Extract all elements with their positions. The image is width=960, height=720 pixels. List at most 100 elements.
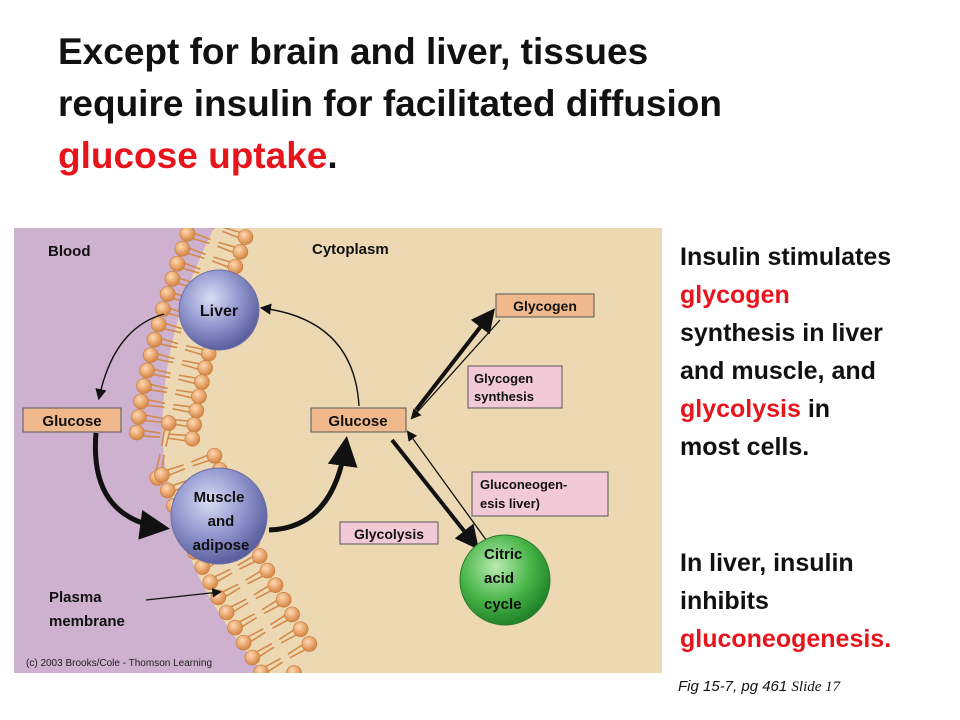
muscle-label-line-1: Muscle — [194, 489, 245, 506]
glycolysis-label: Glycolysis — [354, 526, 424, 542]
side1-line-2: glycogen — [680, 281, 790, 309]
title-highlight: glucose uptake — [58, 135, 328, 176]
lipid-head — [160, 415, 177, 431]
arrow-muscle-to-cytoplasm-glucose — [268, 436, 358, 533]
glycogen-box — [495, 293, 595, 318]
side1-in: in — [800, 395, 831, 423]
side1-glycolysis: glycolysis — [680, 395, 801, 423]
muscle-adipose-sphere — [170, 467, 268, 565]
lipid-head — [128, 424, 145, 441]
insulin-glucose-diagram: Blood Cytoplasm Liver Muscle and adipose… — [14, 228, 662, 673]
lipid-head — [159, 286, 176, 302]
lipid-head — [235, 634, 252, 651]
lipid-head — [267, 577, 284, 593]
glycogen-synthesis-line-1: Glycogen — [474, 371, 533, 386]
glycolysis-box — [339, 521, 439, 545]
side2-line-2: inhibits — [680, 587, 769, 615]
plasma-membrane-label-line-2: membrane — [49, 613, 125, 630]
plasma-membrane-pointer — [145, 588, 222, 601]
blood-background — [14, 228, 264, 673]
cytoplasm-glucose-label: Glucose — [328, 413, 387, 430]
liver-label: Liver — [200, 303, 238, 320]
gluconeogenesis-box — [471, 471, 609, 517]
lipid-head — [202, 574, 218, 591]
arrow-blood-glucose-to-muscle — [92, 432, 170, 540]
blood-glucose-box — [22, 407, 122, 433]
lipid-head — [301, 636, 318, 652]
side1-line-1: Insulin stimulates — [680, 243, 892, 271]
lipid-head — [286, 665, 302, 673]
lipid-head — [139, 362, 155, 379]
lipid-head — [154, 467, 170, 483]
lipid-head — [188, 402, 205, 419]
blood-label: Blood — [48, 243, 91, 260]
lipid-head — [150, 316, 167, 333]
figure-reference: Fig 15-7, pg 461 — [678, 678, 788, 695]
plasma-membrane-label-line-1: Plasma — [49, 589, 102, 606]
gluconeogenesis-line-2: esis liver) — [480, 496, 540, 511]
muscle-label-line-3: adipose — [193, 537, 250, 554]
side1-line-6: most cells. — [680, 433, 810, 461]
copyright-text: (c) 2003 Brooks/Cole - Thomson Learning — [26, 658, 212, 669]
lipid-head — [259, 562, 276, 579]
lipid-head — [218, 604, 235, 621]
arrow-gluconeogenesis-to-glucose — [406, 430, 493, 549]
glycogen-synthesis-box — [467, 365, 563, 409]
slide-number: Slide 17 — [791, 679, 841, 695]
lipid-head — [130, 409, 147, 425]
lipid-head — [169, 255, 186, 272]
lipid-head — [179, 228, 196, 242]
muscle-label-line-2: and — [208, 513, 235, 530]
lipid-head — [206, 447, 223, 464]
title-line-2: require insulin for facilitated diffusio… — [58, 83, 722, 124]
glycogen-label: Glycogen — [513, 298, 577, 314]
side1-line-5: glycolysis in — [680, 390, 891, 428]
title-period: . — [327, 135, 338, 176]
side-text-insulin-stimulates: Insulin stimulates glycogen synthesis in… — [680, 238, 891, 466]
lipid-head — [237, 229, 254, 245]
arrow-glucose-to-citric-cycle — [390, 438, 479, 550]
citric-line-2: acid — [484, 570, 514, 587]
lipid-head — [146, 331, 163, 348]
side-text-insulin-inhibits: In liver, insulin inhibits gluconeogenes… — [680, 544, 891, 658]
lipid-head — [232, 244, 249, 260]
lipid-head — [194, 374, 210, 390]
lipid-head — [284, 606, 300, 623]
lipid-head — [292, 621, 309, 637]
glycogen-synthesis-line-2: synthesis — [474, 389, 534, 404]
arrow-glucose-to-glycogen — [414, 308, 495, 412]
liver-sphere — [178, 269, 260, 351]
side2-line-3: gluconeogenesis. — [680, 625, 892, 653]
slide-title: Except for brain and liver, tissues requ… — [58, 26, 918, 182]
citric-line-1: Citric — [484, 546, 522, 563]
blood-glucose-label: Glucose — [42, 413, 101, 430]
citric-line-3: cycle — [484, 596, 522, 613]
lipid-head — [159, 482, 176, 499]
lipid-head — [136, 378, 152, 394]
side2-line-1: In liver, insulin — [680, 549, 854, 577]
lipid-head — [251, 548, 268, 564]
cytoplasm-glucose-box — [310, 407, 407, 433]
lipid-head — [253, 664, 269, 673]
lipid-head — [142, 347, 159, 363]
arrow-liver-to-blood-glucose — [95, 313, 165, 401]
lipid-head — [244, 649, 261, 666]
lipid-head — [164, 270, 181, 287]
lipid-head — [186, 416, 202, 433]
citric-acid-cycle-sphere — [459, 534, 551, 626]
title-line-1: Except for brain and liver, tissues — [58, 31, 649, 72]
title-line-3: glucose uptake. — [58, 130, 918, 182]
lipid-head — [155, 301, 171, 317]
lipid-head — [227, 619, 243, 636]
lipid-head — [275, 591, 292, 608]
arrow-glycogen-to-glucose — [410, 319, 501, 420]
figure-caption: Fig 15-7, pg 461 Slide 17 — [678, 678, 840, 696]
side1-line-3: synthesis in liver — [680, 319, 883, 347]
lipid-head — [174, 240, 191, 257]
side1-line-4: and muscle, and — [680, 357, 876, 385]
lipid-head — [184, 430, 201, 447]
lipid-head — [197, 360, 213, 376]
arrow-glucose-to-liver — [259, 303, 360, 407]
lipid-head — [191, 388, 207, 405]
lipid-head — [133, 393, 149, 410]
